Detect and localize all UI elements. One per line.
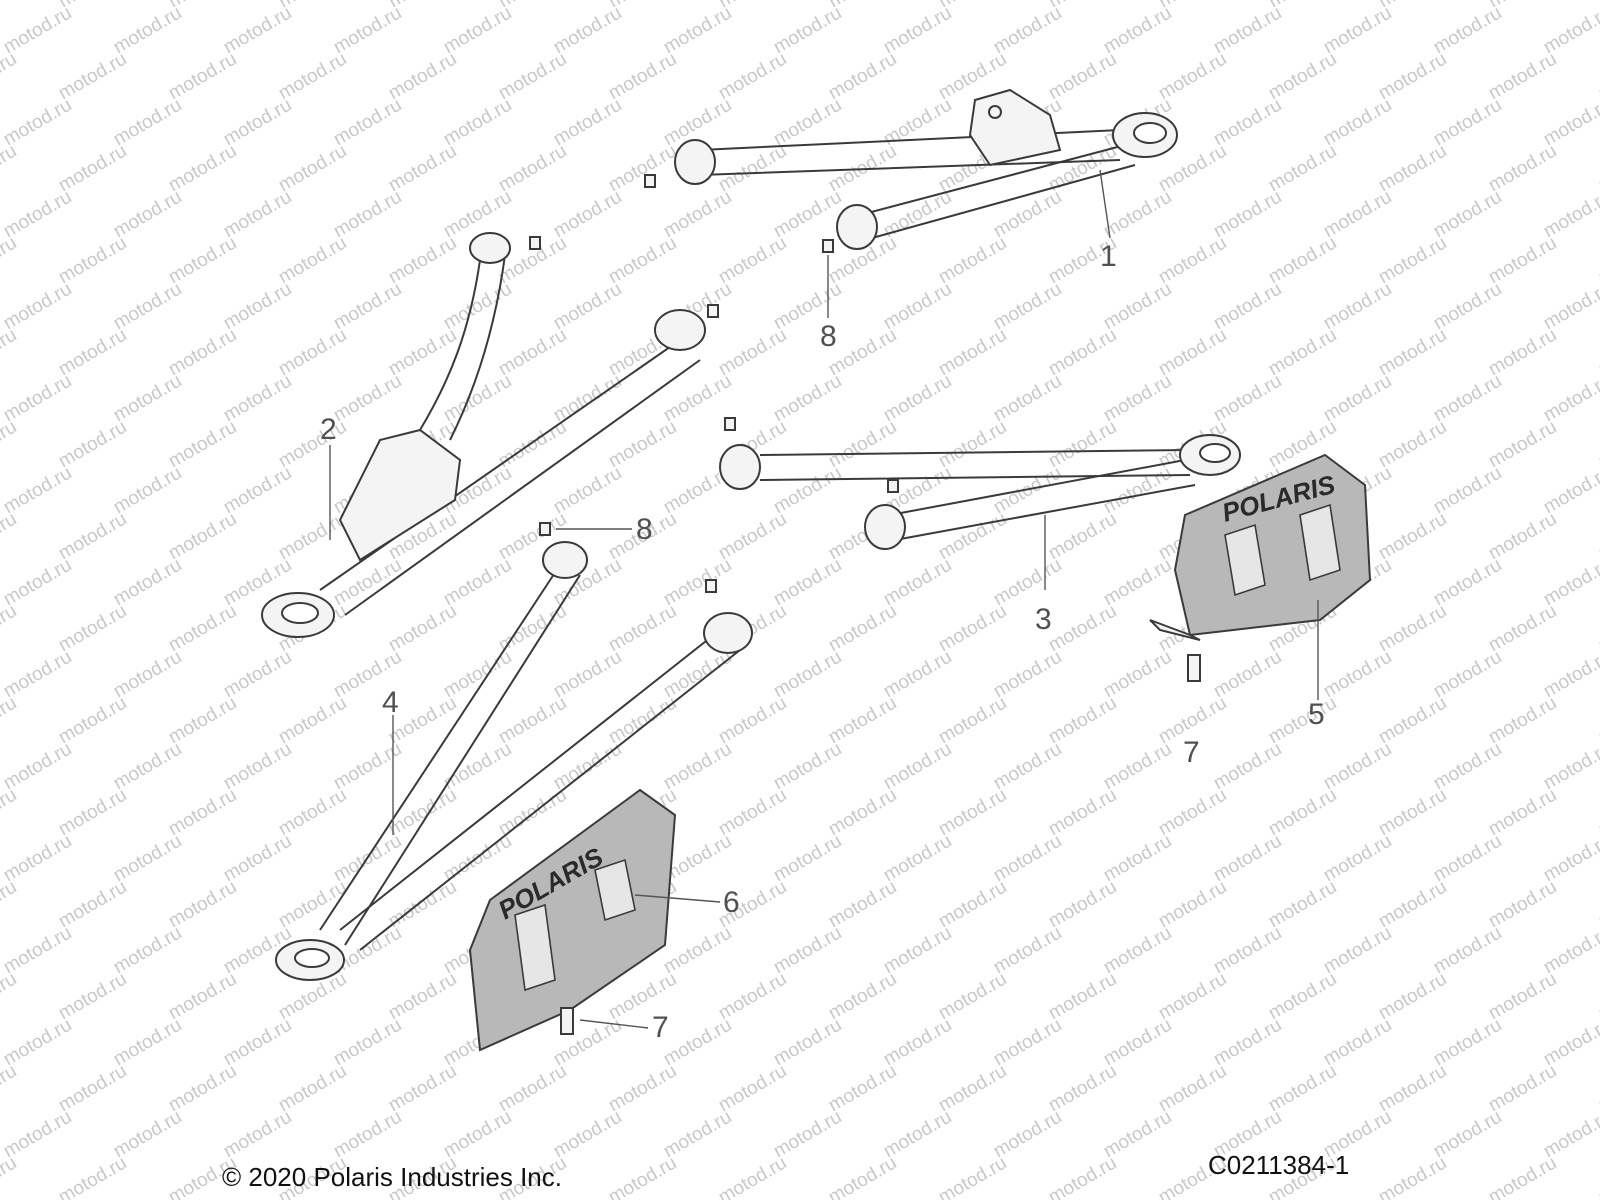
grease-fitting-icon: [887, 479, 899, 493]
copyright-notice: © 2020 Polaris Industries Inc.: [222, 1162, 562, 1192]
grease-fitting-icon: [644, 174, 656, 188]
a-arm-part-3: [719, 417, 1241, 590]
grease-fitting-icon: [705, 579, 717, 593]
callout-3: 3: [1035, 603, 1052, 636]
callout-2: 2: [320, 413, 337, 446]
callout-7-upper: 7: [1183, 736, 1200, 769]
callout-8-upper: 8: [820, 320, 837, 353]
guard-plate-part-5: POLARIS: [1149, 453, 1372, 700]
callout-5: 5: [1308, 698, 1325, 731]
grease-fitting-icon: [822, 239, 834, 253]
bolt-icon: [560, 1007, 574, 1035]
callout-8-lower: 8: [636, 513, 653, 546]
bolt-icon: [1187, 654, 1201, 682]
callout-4: 4: [382, 686, 399, 719]
callout-1: 1: [1100, 240, 1117, 273]
grease-fitting-icon: [724, 417, 736, 431]
callout-6: 6: [723, 886, 740, 919]
callout-7-lower: 7: [652, 1011, 669, 1044]
grease-fitting-icon: [529, 236, 541, 250]
drawing-number: C0211384-1: [1208, 1150, 1350, 1180]
a-arm-part-1: [644, 88, 1178, 318]
a-arm-part-2: [261, 232, 719, 638]
a-arm-part-4: [275, 522, 753, 981]
grease-fitting-icon: [707, 304, 719, 318]
grease-fitting-icon: [539, 522, 551, 536]
guard-plate-part-6: POLARIS: [468, 788, 721, 1052]
